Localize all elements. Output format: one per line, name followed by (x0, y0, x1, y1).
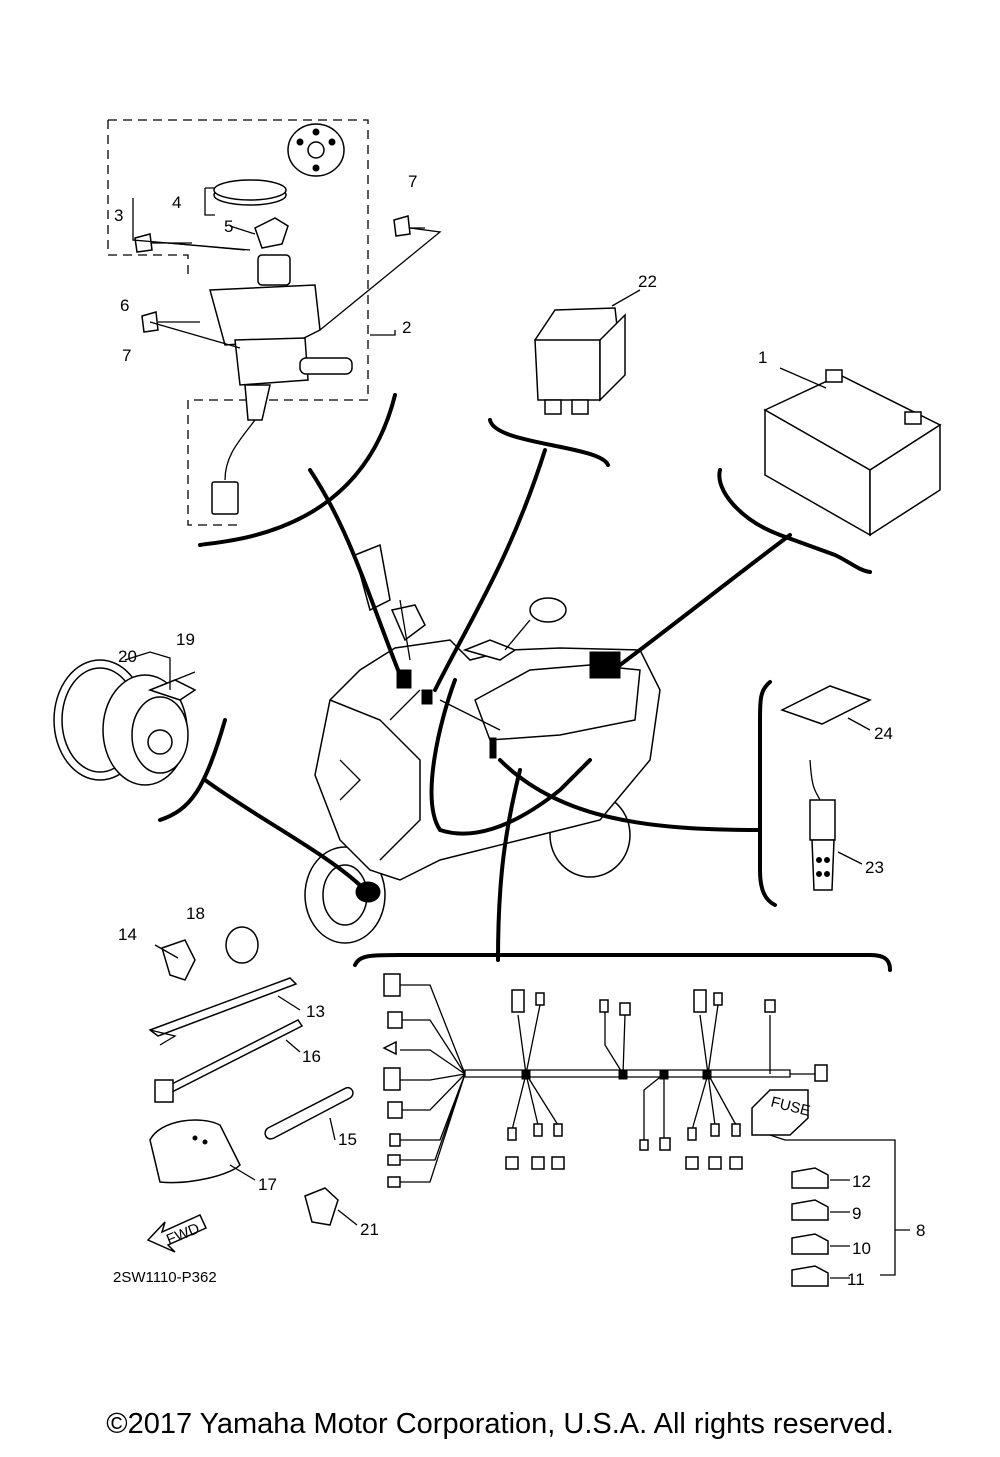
callout-24: 24 (874, 724, 893, 743)
callout-13: 13 (306, 1002, 325, 1021)
callout-9: 9 (852, 1204, 861, 1223)
callout-7-bottom: 7 (122, 346, 131, 365)
scooter-illustration (203, 448, 792, 962)
callout-23: 23 (865, 858, 884, 877)
callout-14: 14 (118, 925, 137, 944)
copyright-notice: ©2017 Yamaha Motor Corporation, U.S.A. A… (106, 1408, 894, 1440)
callout-17: 17 (258, 1175, 277, 1194)
oxygen-sensor-group (758, 680, 872, 907)
drawing-code: 2SW1110-P362 (113, 1269, 217, 1286)
callout-6: 6 (120, 296, 129, 315)
callout-10: 10 (852, 1239, 871, 1258)
callout-21: 21 (360, 1220, 379, 1239)
callout-labels: 1 2 3 4 5 6 7 7 8 9 10 11 12 13 14 15 16… (114, 172, 925, 1289)
callout-19: 19 (176, 630, 195, 649)
callout-18: 18 (186, 904, 205, 923)
callout-20: 20 (118, 647, 137, 666)
fwd-arrow-label: FWD (164, 1220, 202, 1249)
callout-12: 12 (852, 1172, 871, 1191)
relay-bracket (488, 418, 610, 467)
main-switch-assembly (107, 119, 442, 526)
callout-4: 4 (172, 193, 181, 212)
harness-bracket (353, 953, 892, 972)
callout-2: 2 (402, 318, 411, 337)
fuse-box (751, 1089, 809, 1136)
horn-bracket (158, 718, 227, 822)
horn-part (53, 651, 197, 786)
battery-bracket (717, 468, 872, 574)
callout-5: 5 (224, 217, 233, 236)
wire-harness-part: FUSE (382, 973, 910, 1287)
callout-15: 15 (338, 1130, 357, 1149)
callout-16: 16 (302, 1047, 321, 1066)
battery-part (763, 367, 942, 537)
switch-bracket (198, 393, 397, 547)
callout-11: 11 (847, 1270, 865, 1289)
callout-1: 1 (758, 348, 767, 367)
callout-8: 8 (916, 1221, 925, 1240)
small-parts-group: FWD (146, 926, 358, 1253)
callout-22: 22 (638, 272, 657, 291)
relay-part (534, 289, 641, 415)
callout-3: 3 (114, 206, 123, 225)
callout-7-top: 7 (408, 172, 417, 191)
